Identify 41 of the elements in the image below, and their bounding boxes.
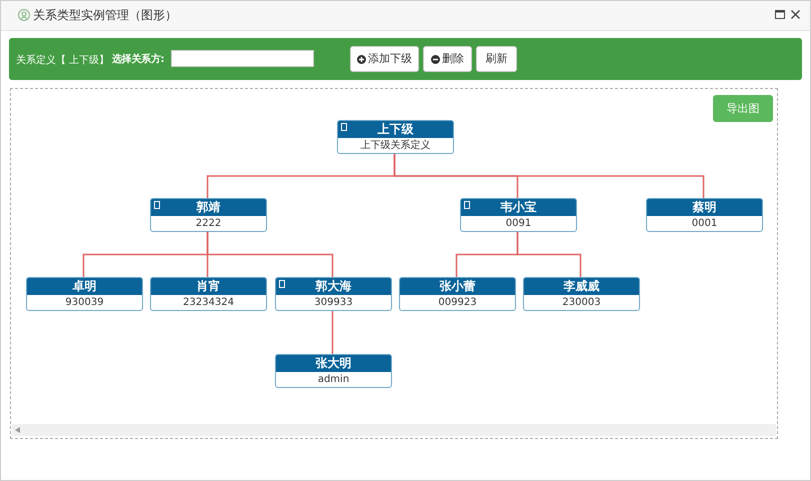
action-button: 添加下级 xyxy=(350,46,419,72)
connector-line xyxy=(332,311,334,354)
node-name: 郭靖 xyxy=(151,199,266,216)
node-name: 上下级 xyxy=(338,121,453,138)
node-name: 张大明 xyxy=(276,355,391,372)
node-code: 0091 xyxy=(504,217,532,231)
connector-line xyxy=(206,232,334,277)
tree-node xyxy=(337,120,454,154)
node-code: 009923 xyxy=(437,296,478,310)
connector-line xyxy=(394,154,704,198)
tree-node xyxy=(275,277,392,311)
node-code: 上下级关系定义 xyxy=(360,138,432,153)
connector-line xyxy=(516,232,582,277)
tree-node xyxy=(523,277,640,311)
tree-node xyxy=(275,354,392,388)
window-title: 关系类型实例管理（图形） xyxy=(33,7,177,24)
node-code: 0001 xyxy=(690,217,718,231)
node-name: 肖宵 xyxy=(151,278,266,295)
node-code: 230003 xyxy=(561,296,602,310)
action-button: 刷新 xyxy=(476,46,517,72)
action-button: 删除 xyxy=(423,46,472,72)
node-name: 卓明 xyxy=(27,278,142,295)
node-code: 930039 xyxy=(64,296,105,310)
node-code: 23234324 xyxy=(182,296,235,310)
relation-label: 关系定义【 上下级】 xyxy=(16,54,110,67)
tree-node xyxy=(399,277,516,311)
tree-node xyxy=(460,198,577,232)
tree-node xyxy=(150,277,267,311)
field-label: 选择关系方: xyxy=(112,52,164,66)
node-code: 309933 xyxy=(313,296,354,310)
tree-node xyxy=(646,198,763,232)
tree-node xyxy=(26,277,143,311)
node-code: admin xyxy=(316,373,350,387)
node-name: 郭大海 xyxy=(276,278,391,295)
node-name: 李威威 xyxy=(524,278,639,295)
export-button: 导出图 xyxy=(713,95,773,122)
tree-node xyxy=(150,198,267,232)
node-name: 蔡明 xyxy=(647,199,762,216)
node-name: 韦小宝 xyxy=(461,199,576,216)
node-code: 2222 xyxy=(194,217,222,231)
node-name: 张小蕾 xyxy=(400,278,515,295)
